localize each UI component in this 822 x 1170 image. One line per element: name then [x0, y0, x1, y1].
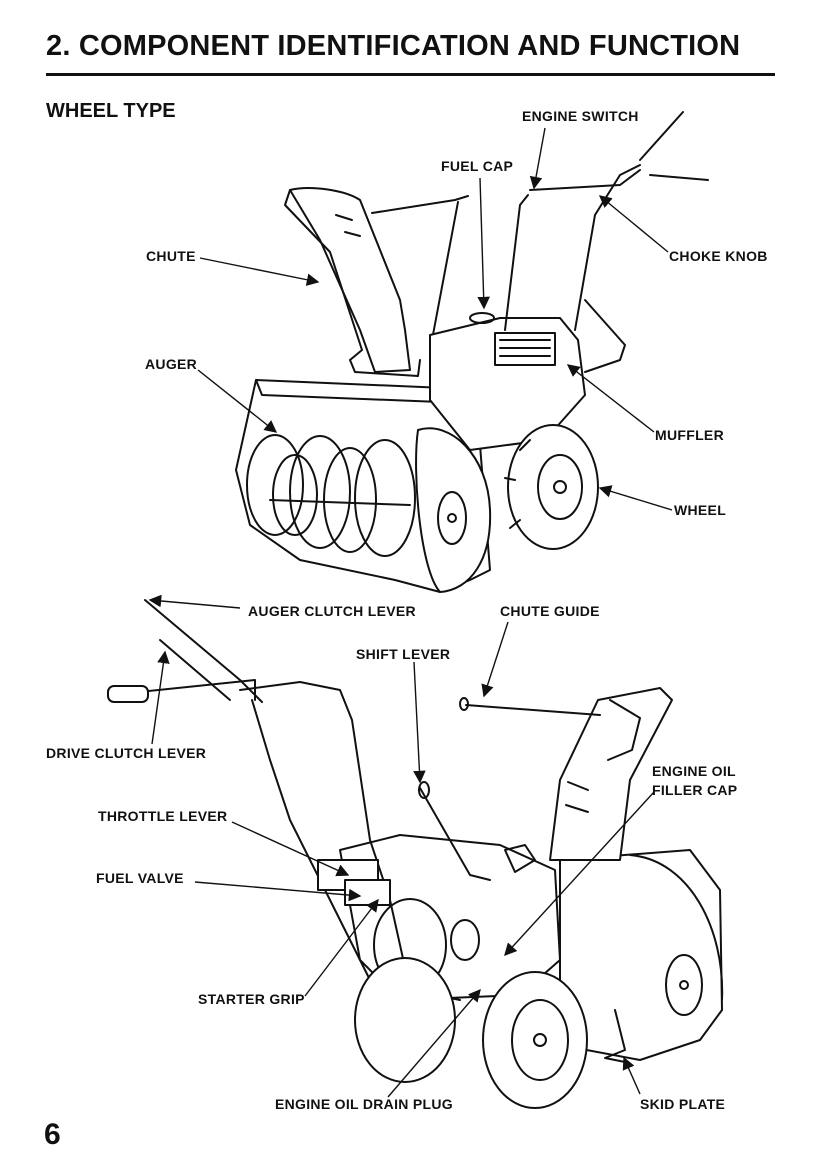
label-fuel-valve: FUEL VALVE — [96, 870, 184, 886]
label-starter-grip: STARTER GRIP — [198, 991, 305, 1007]
label-muffler: MUFFLER — [655, 427, 724, 443]
page-number: 6 — [44, 1118, 61, 1152]
top-snowblower-drawing — [236, 112, 708, 592]
label-fuel-cap: FUEL CAP — [441, 158, 513, 174]
label-auger-clutch-lever: AUGER CLUTCH LEVER — [248, 603, 416, 619]
label-shift-lever: SHIFT LEVER — [356, 646, 450, 662]
label-auger: AUGER — [145, 356, 197, 372]
label-engine-oil-filler-cap-line2: FILLER CAP — [652, 782, 737, 798]
label-engine-switch: ENGINE SWITCH — [522, 108, 639, 124]
label-choke-knob: CHOKE KNOB — [669, 248, 768, 264]
label-wheel: WHEEL — [674, 502, 726, 518]
label-engine-oil-drain-plug: ENGINE OIL DRAIN PLUG — [275, 1096, 453, 1112]
label-drive-clutch-lever: DRIVE CLUTCH LEVER — [46, 745, 206, 761]
label-throttle-lever: THROTTLE LEVER — [98, 808, 227, 824]
label-chute: CHUTE — [146, 248, 196, 264]
label-engine-oil-filler-cap-line1: ENGINE OIL — [652, 763, 736, 779]
label-skid-plate: SKID PLATE — [640, 1096, 725, 1112]
label-chute-guide: CHUTE GUIDE — [500, 603, 600, 619]
